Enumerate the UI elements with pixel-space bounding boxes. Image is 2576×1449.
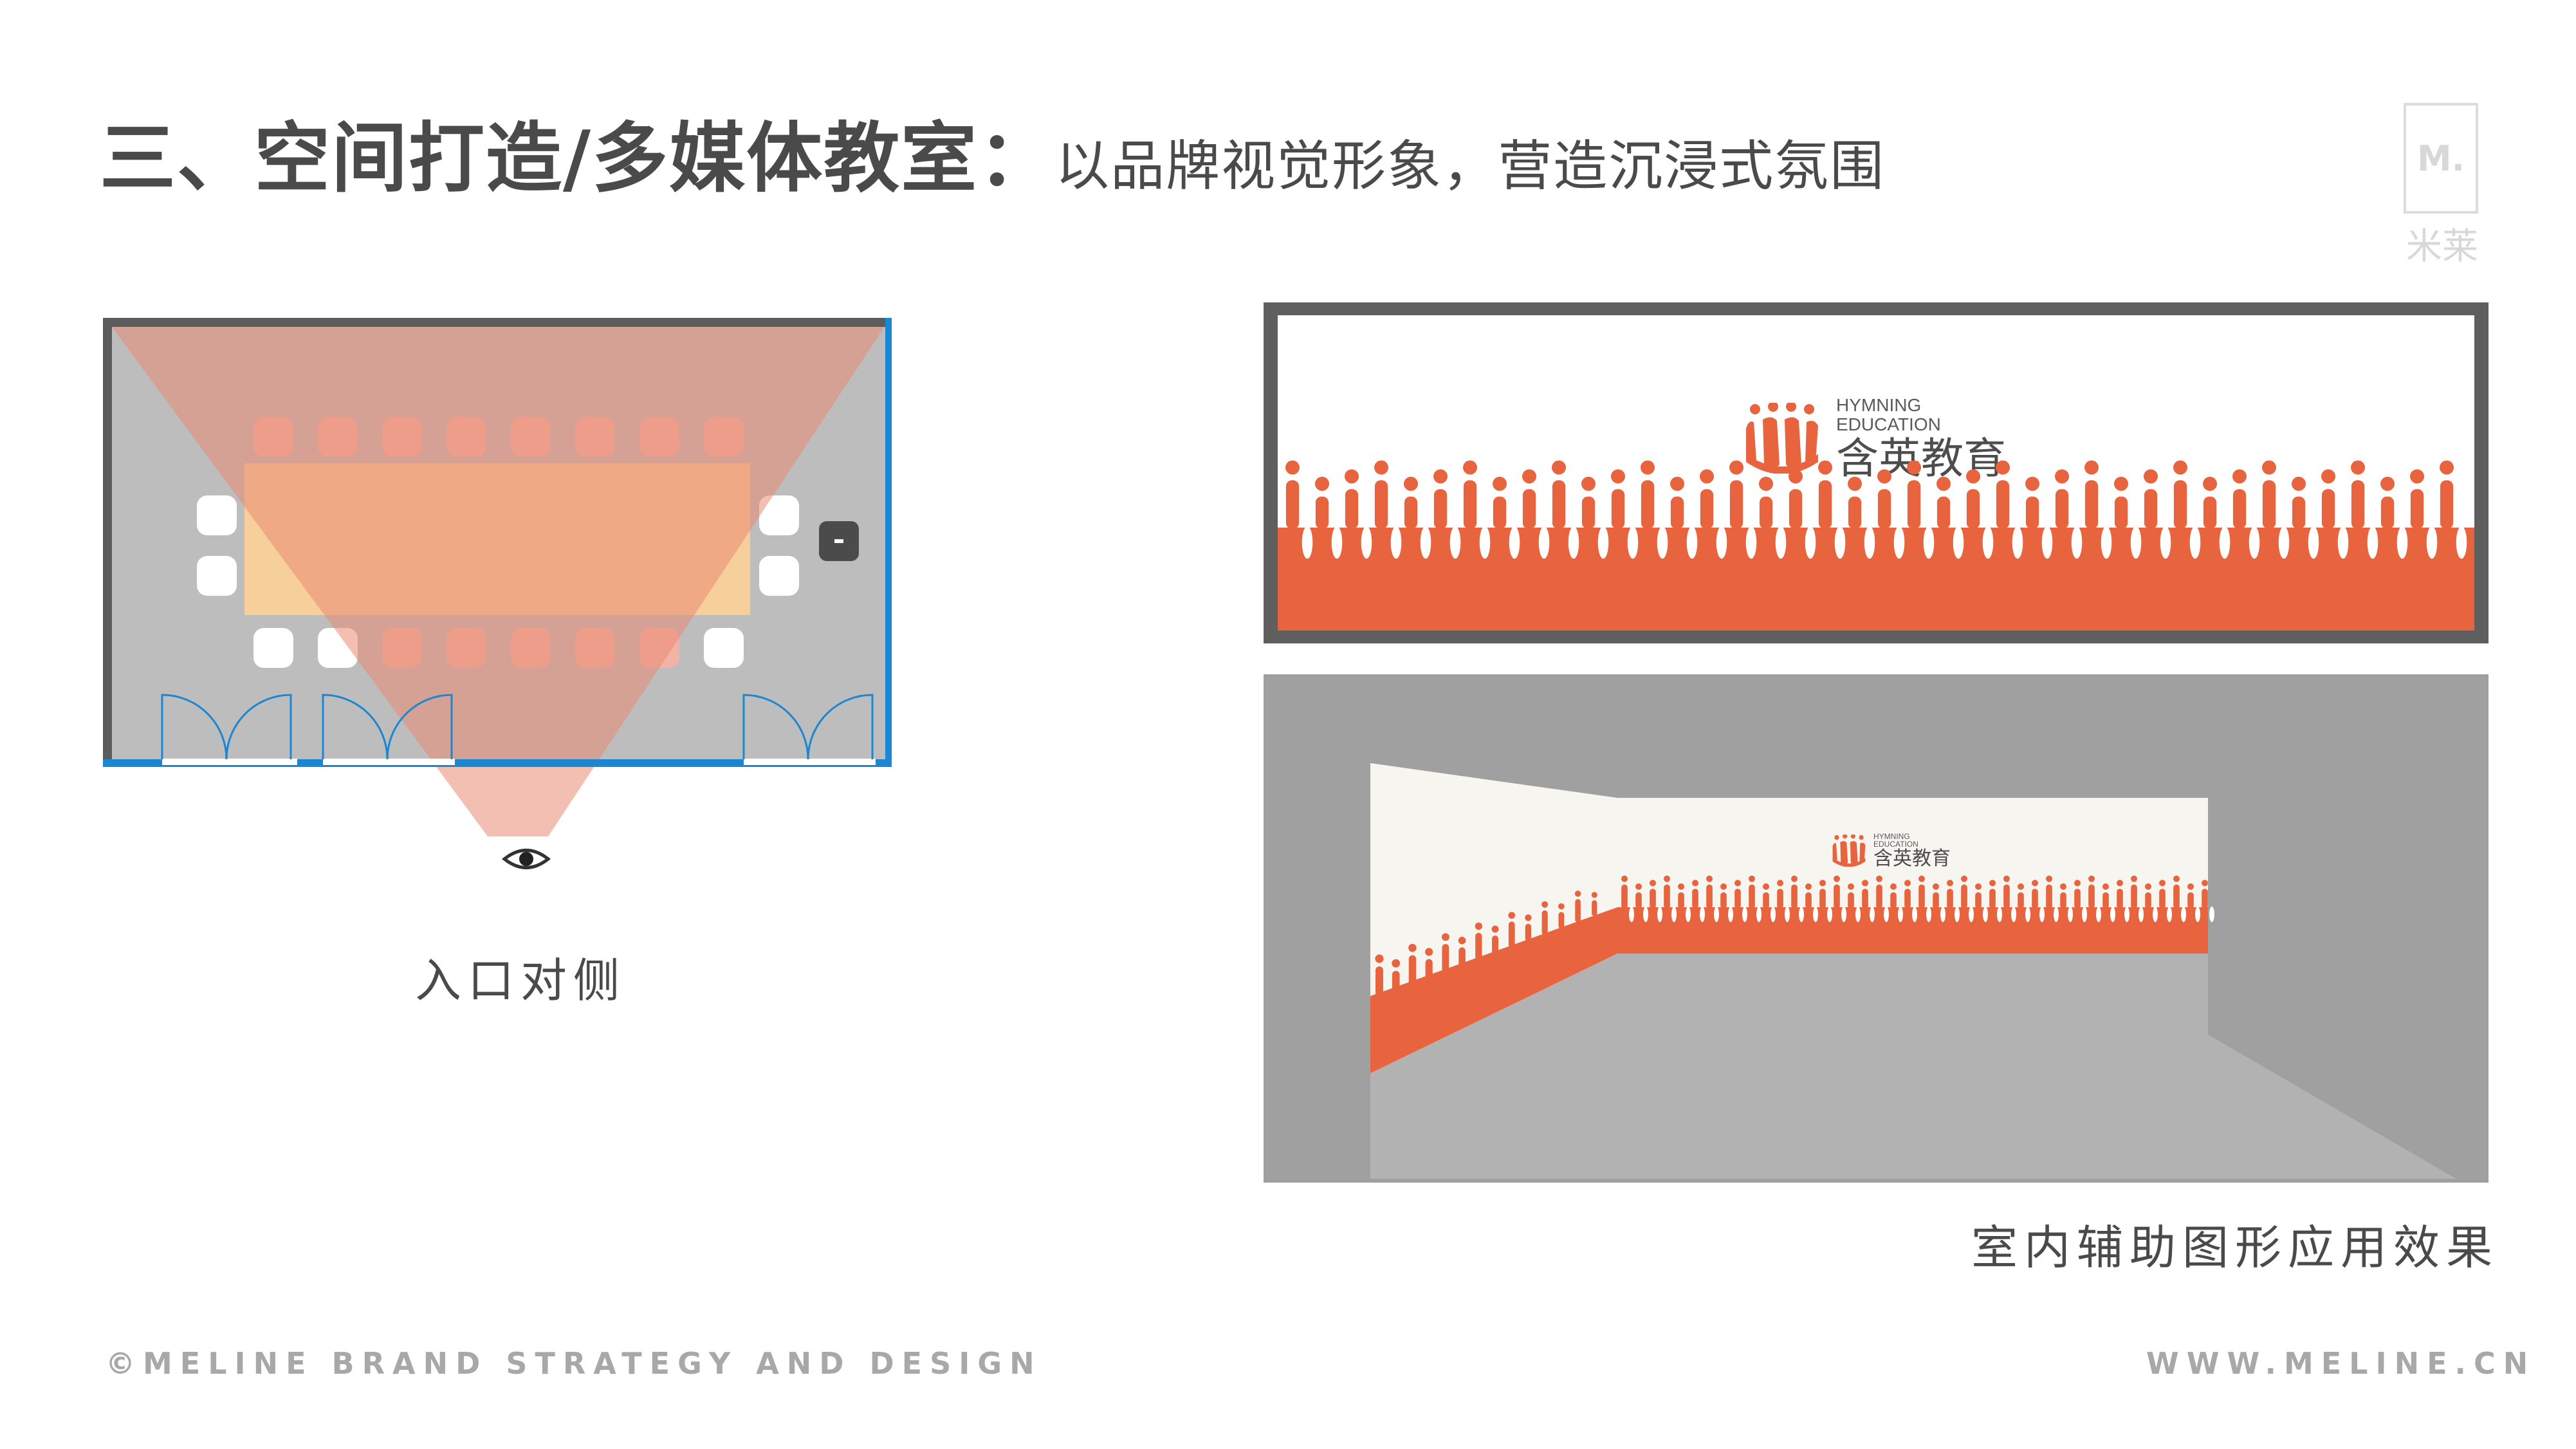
chair [197,495,237,535]
brand-graphic-band [1278,460,2474,631]
brand-box: M. [2404,103,2478,214]
screen-icon [819,521,859,561]
renders-caption: 室内辅助图形应用效果 [1971,1221,2499,1275]
wall-right [885,318,892,766]
brand-watermark: M. 米莱 [2404,103,2481,268]
wall-top [103,318,890,327]
chair [197,556,237,596]
room-perspective-scene [1370,763,2476,1179]
chair [704,628,744,668]
wall-elevation-render: HYMNING EDUCATION 含英教育 [1264,302,2489,643]
brand-logo: HYMNING EDUCATION 含英教育 [1740,396,2006,480]
floorplan [97,309,907,907]
logo-mark-icon [1832,835,1866,867]
wall-bottom [103,759,892,767]
chair [759,556,799,596]
eye-icon [501,849,551,869]
brand-logo-small: HYMNING EDUCATION 含英教育 [1830,833,1951,869]
logo-en-line2: EDUCATION [1873,840,1918,849]
logo-en-line1: HYMNING [1873,832,1910,841]
view-cone [108,322,888,836]
title-main: 三、空间打造/多媒体教室： [100,114,1056,203]
brand-cn: 米莱 [2406,226,2478,268]
room-perspective-render: HYMNING EDUCATION 含英教育 [1264,674,2489,1183]
logo-en-line1: HYMNING [1836,395,1922,415]
footer-website: WWW.MELINE.CN [2146,1346,2536,1381]
logo-mark-icon [1746,403,1818,474]
chair [253,628,293,668]
page-title: 三、空间打造/多媒体教室： 以品牌视觉形象，营造沉浸式氛围 [100,97,1885,203]
logo-cn: 含英教育 [1873,847,1951,870]
floorplan-caption: 入口对侧 [415,954,627,1008]
wall-left [103,318,112,766]
logo-en-line2: EDUCATION [1836,414,1941,434]
door-icon [161,694,876,765]
footer-copyright: ©MELINE BRAND STRATEGY AND DESIGN [106,1346,1042,1381]
title-sub: 以品牌视觉形象，营造沉浸式氛围 [1055,134,1886,198]
wall-elevation-surface: HYMNING EDUCATION 含英教育 [1278,315,2474,631]
brand-letters: M. [2416,138,2465,179]
